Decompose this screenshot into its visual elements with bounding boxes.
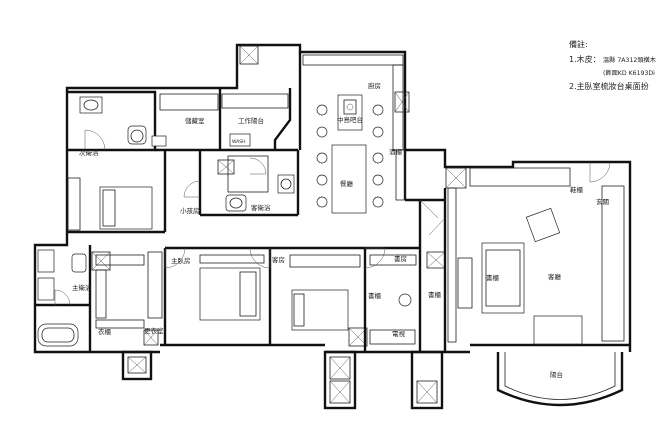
notes-line2: 2.主臥室梳妝台桌面扮	[569, 81, 649, 91]
label-tv: 電視	[392, 329, 406, 338]
label-living: 客廳	[548, 272, 562, 281]
label-guest-bath: 客衛浴	[251, 203, 271, 212]
balcony	[496, 352, 624, 407]
label-cabinet-right: 書櫃	[486, 273, 500, 282]
label-guest-bath-top: 次衛浴	[79, 148, 99, 157]
label-study: 書房	[394, 254, 407, 263]
notes-block: 備註: 1.木皮： 溫縣 7A312頭橫木 (飾面KD K6193Di 2.主臥…	[569, 39, 656, 91]
notes-line1b: 溫縣 7A312頭橫木	[603, 56, 656, 64]
label-wardrobe: 衣櫃	[98, 327, 112, 336]
label-shoe: 鞋櫃	[570, 185, 584, 194]
label-entrance: 玄關	[596, 197, 609, 206]
label-small-bedroom: 小孩房	[180, 206, 200, 215]
outer-walls	[33, 43, 632, 410]
label-master-bedroom: 主臥房	[171, 256, 191, 265]
label-kitchen: 廚房	[368, 81, 381, 90]
furniture	[37, 54, 625, 347]
notes-line1a: 1.木皮：	[569, 54, 601, 64]
label-wine: 酒櫃	[389, 147, 403, 156]
label-island: 中島吧台	[337, 115, 363, 124]
label-master-bath: 主衛浴	[72, 283, 92, 292]
room-labels: 儲藏室 工作陽台 廚房 WASH 中島吧台 酒櫃 餐廳 次衛浴 小孩房 客衛浴 …	[72, 81, 609, 379]
label-cabinet: 書櫃	[368, 291, 382, 300]
label-closet: 更衣室	[144, 326, 164, 335]
label-balcony: 陽台	[550, 370, 563, 379]
doors	[54, 129, 611, 306]
label-storage: 儲藏室	[185, 116, 205, 125]
label-bookcase: 書櫃	[428, 290, 442, 299]
notes-title: 備註:	[569, 39, 588, 49]
label-wash: WASH	[232, 139, 246, 145]
label-guest-room: 客房	[272, 255, 285, 264]
label-dining: 餐廳	[340, 179, 354, 188]
label-work-balcony: 工作陽台	[238, 116, 264, 125]
notes-line1c: (飾面KD K6193Di	[603, 69, 655, 77]
